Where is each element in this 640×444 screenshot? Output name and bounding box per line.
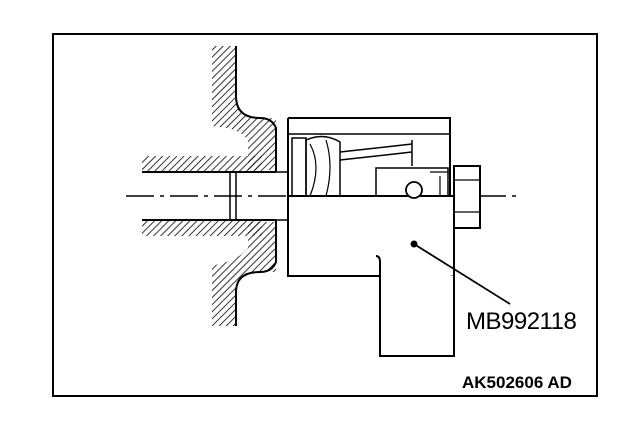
figure-id-label: AK502606 AD <box>462 373 572 392</box>
callout-leader <box>410 240 511 305</box>
bolt-head <box>453 165 481 229</box>
bearing-assembly <box>288 133 450 199</box>
figure-frame <box>52 33 598 397</box>
housing-wall-section <box>212 46 277 326</box>
tool-number-label: MB992118 <box>466 308 577 335</box>
special-tool-body <box>287 117 455 357</box>
threaded-shaft <box>142 156 288 236</box>
